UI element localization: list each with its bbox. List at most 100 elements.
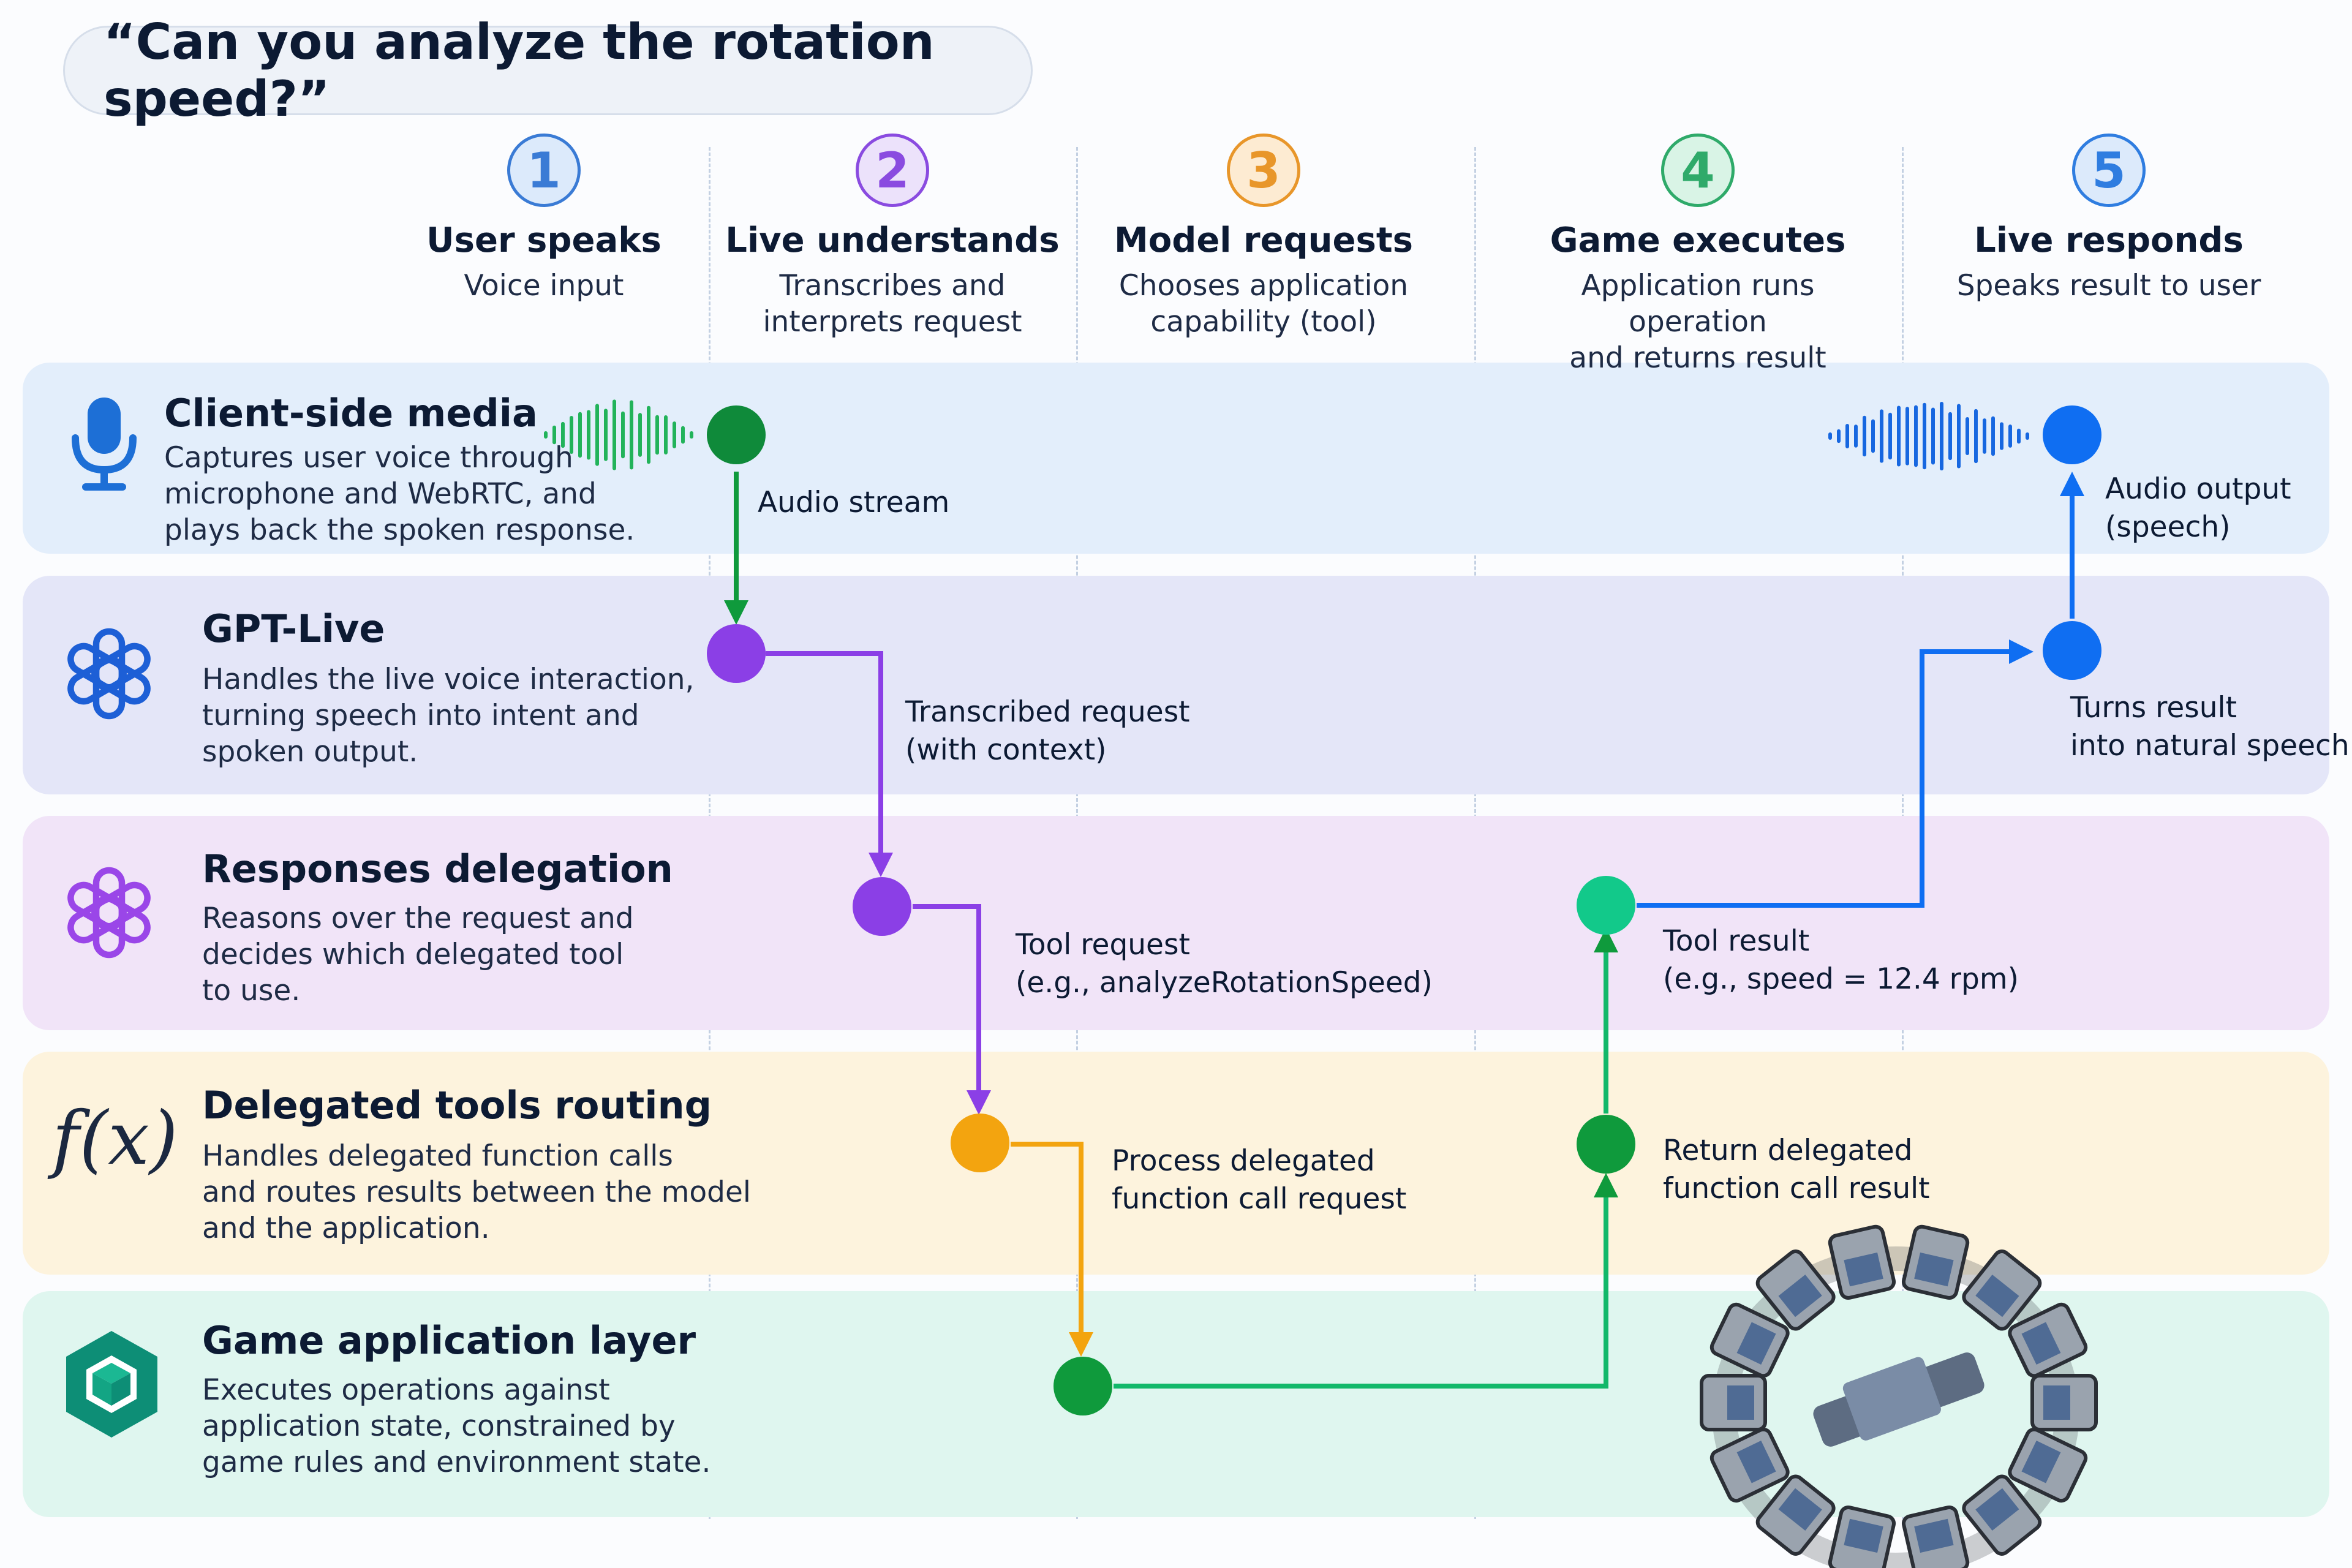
audio-waveform-icon: [544, 399, 693, 470]
lane-description: Reasons over the request and decides whi…: [202, 902, 634, 1008]
audio-waveform-icon: [1828, 402, 2029, 470]
step-1: 1 User speaks Voice input: [354, 134, 734, 304]
step-number-badge: 2: [856, 134, 929, 207]
waveform-bar: [621, 411, 625, 459]
station-module: [1828, 1224, 1896, 1300]
waveform-bar: [1966, 417, 1969, 455]
lane-title: Game application layer: [202, 1318, 696, 1363]
step-title: Game executes: [1550, 221, 1846, 260]
step-title: Live responds: [1974, 221, 2244, 260]
waveform-bar: [1923, 402, 1926, 470]
waveform-bar: [1983, 418, 1986, 454]
node-game-execute: [1054, 1357, 1112, 1415]
step-3: 3 Model requests Chooses application cap…: [1074, 134, 1453, 340]
space-station-image: [1700, 1224, 2098, 1568]
waveform-bar: [1837, 429, 1841, 443]
step-subtitle: Voice input: [464, 269, 624, 303]
waveform-bar: [647, 405, 650, 464]
waveform-bar: [2008, 424, 2012, 448]
station-module: [1700, 1374, 1767, 1431]
node-process-request: [951, 1114, 1009, 1172]
step-title: Live understands: [725, 221, 1060, 260]
station-module: [1828, 1505, 1896, 1568]
waveform-bar: [595, 404, 599, 466]
station-module: [1901, 1224, 1970, 1300]
waveform-bar: [544, 431, 548, 439]
node-live-understand: [707, 624, 766, 683]
lane-title: Delegated tools routing: [202, 1083, 712, 1128]
cube-icon: [66, 1331, 157, 1438]
step-number-badge: 3: [1227, 134, 1300, 207]
lane-title: Client-side media: [164, 391, 538, 435]
waveform-bar: [570, 416, 573, 454]
openai-knot-icon: [67, 867, 151, 959]
station-module: [1962, 1474, 2042, 1556]
waveform-bar: [1828, 432, 1832, 440]
waveform-bar: [1905, 407, 1909, 466]
result-to-speech-arrow: [1637, 639, 2034, 908]
waveform-bar: [1991, 416, 1995, 456]
step-5: 5 Live responds Speaks result to user: [1919, 134, 2299, 304]
waveform-bar: [1897, 405, 1901, 467]
waveform-bar: [561, 421, 565, 448]
waveform-bar: [587, 410, 590, 460]
node-return-result: [1577, 1115, 1635, 1174]
node-audio-output: [2043, 405, 2101, 464]
waveform-bar: [1974, 409, 1978, 464]
step-subtitle: Speaks result to user: [1956, 269, 2261, 303]
user-query-bubble: “Can you analyze the rotation speed?”: [63, 13, 1033, 127]
waveform-bar: [655, 415, 659, 455]
station-module: [1901, 1505, 1970, 1568]
step-number-badge: 5: [2072, 134, 2146, 207]
step-title: Model requests: [1114, 221, 1413, 260]
step-subtitle: Chooses application capability (tool): [1118, 269, 1409, 339]
station-module: [1962, 1250, 2042, 1331]
lane-description: Captures user voice through microphone a…: [164, 441, 635, 547]
node-tool-result: [1577, 876, 1635, 935]
openai-knot-icon: [67, 628, 151, 720]
waveform-bar: [552, 425, 556, 445]
node-audio-capture: [707, 405, 766, 464]
function-icon: f(x): [52, 1096, 178, 1182]
process-delegated-arrow: [1011, 1142, 1093, 1357]
station-module: [2008, 1427, 2088, 1503]
flow-label-tool-request: Tool request (e.g., analyzeRotationSpeed…: [1016, 928, 1433, 1000]
waveform-bar: [2017, 428, 2021, 444]
waveform-bar: [1863, 415, 1866, 457]
flow-label-audio-output: Audio output (speech): [2105, 472, 2291, 544]
flow-label-process-delegated: Process delegated function call request: [1112, 1144, 1407, 1216]
waveform-bar: [1914, 405, 1918, 467]
waveform-bar: [630, 400, 633, 470]
lane-responses-delegation: [23, 816, 2329, 1030]
step-2: 2 Live understands Transcribes and inter…: [703, 134, 1082, 340]
station-module: [2008, 1302, 2088, 1378]
flow-label-tool-result: Tool result (e.g., speed = 12.4 rpm): [1663, 924, 2019, 996]
waveform-bar: [1940, 402, 1943, 470]
tool-request-arrow: [913, 904, 991, 1115]
lane-description: Handles delegated function calls and rou…: [202, 1139, 751, 1245]
lane-description: Executes operations against application …: [202, 1373, 711, 1479]
step-number-badge: 1: [507, 134, 581, 207]
waveform-bar: [1957, 404, 1961, 469]
microphone-icon: [72, 398, 137, 491]
step-number-badge: 4: [1661, 134, 1735, 207]
lane-description: Handles the live voice interaction, turn…: [202, 663, 695, 769]
waveform-bar: [1845, 423, 1849, 449]
lane-title: GPT-Live: [202, 606, 385, 651]
waveform-bar: [2026, 432, 2029, 440]
step-subtitle: Application runs operation and returns r…: [1569, 269, 1826, 375]
waveform-bar: [2000, 422, 2003, 450]
waveform-bar: [1871, 419, 1875, 453]
transcribed-request-arrow: [766, 651, 893, 877]
waveform-bar: [604, 409, 608, 461]
station-module: [1709, 1427, 1790, 1503]
flow-label-transcribed-request: Transcribed request (with context): [905, 695, 1190, 767]
function-glyph: f(x): [52, 1096, 178, 1182]
waveform-bar: [1888, 412, 1892, 460]
node-model-request: [853, 877, 911, 936]
station-module: [1755, 1250, 1836, 1331]
station-module: [1755, 1474, 1836, 1556]
step-subtitle: Transcribes and interprets request: [763, 269, 1022, 339]
